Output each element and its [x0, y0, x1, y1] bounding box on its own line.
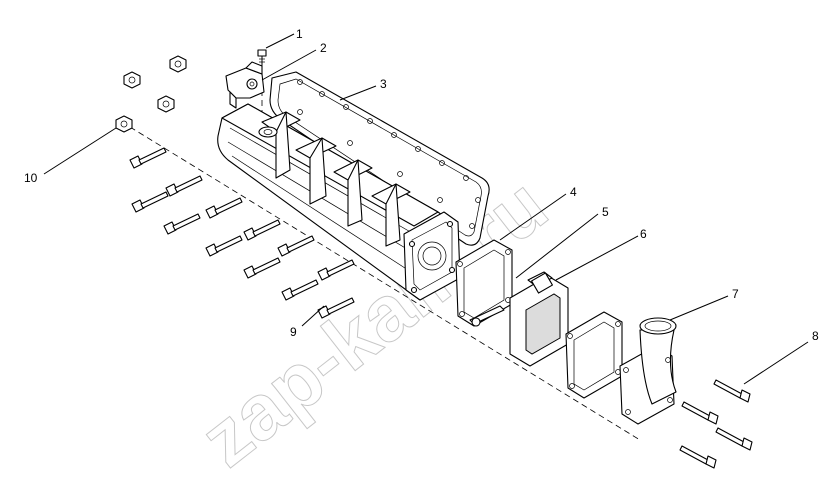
- callout-1: 1: [296, 27, 303, 41]
- part-9-bolts: [129, 147, 355, 319]
- exhaust-manifold-body: [217, 103, 461, 301]
- part-6-gasket: [565, 311, 623, 399]
- part-10-nuts: [115, 55, 187, 133]
- callout-8: 8: [812, 329, 819, 343]
- callout-9: 9: [290, 325, 297, 339]
- part-7-elbow-outlet: [619, 317, 677, 425]
- callout-4: 4: [570, 185, 577, 199]
- callout-2: 2: [320, 41, 327, 55]
- callout-10: 10: [24, 171, 38, 185]
- part-1-screw: [257, 49, 267, 66]
- part-2-sensor: [225, 61, 265, 109]
- callout-leaders: [43, 33, 809, 385]
- callout-7: 7: [732, 287, 739, 301]
- callout-5: 5: [602, 205, 609, 219]
- part-3-manifold-gasket: [269, 71, 490, 246]
- part-5-valve-body: [469, 271, 569, 367]
- part-8-bolts: [679, 379, 753, 469]
- callout-3: 3: [380, 77, 387, 91]
- part-4-gasket: [455, 239, 513, 327]
- callout-numbers: 1 2 3 4 5 6 7 8 9 10: [24, 27, 819, 343]
- callout-6: 6: [640, 227, 647, 241]
